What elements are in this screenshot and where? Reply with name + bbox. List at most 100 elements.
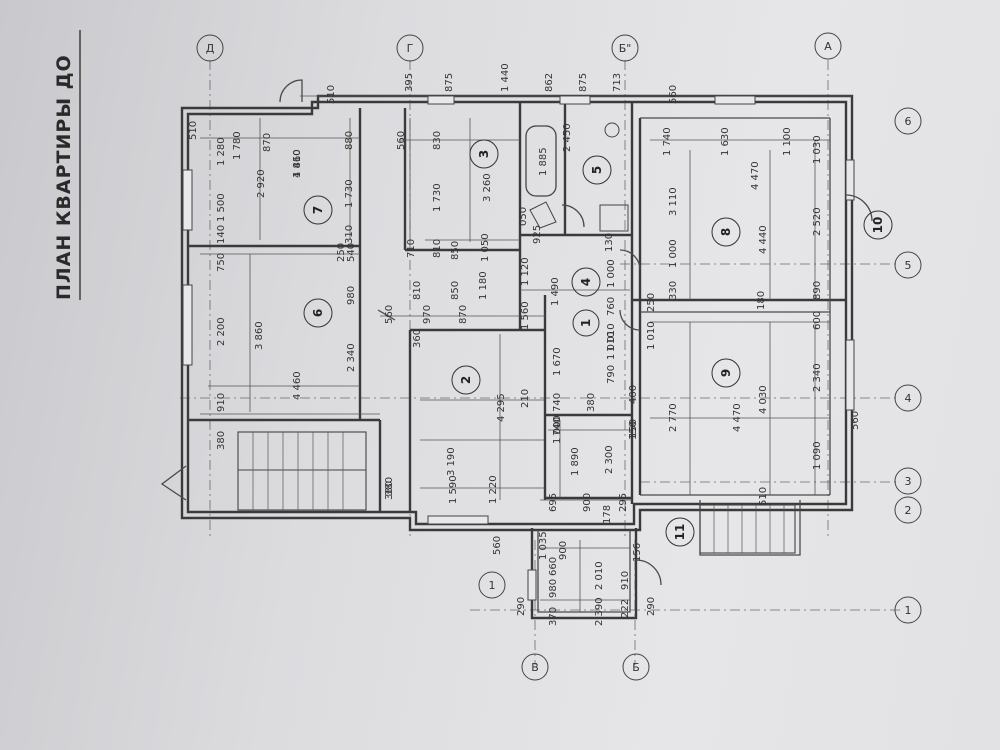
dim-r3-0: 560: [396, 131, 407, 150]
dim-r5-3: 925: [532, 225, 543, 244]
dim-r3-5: 850: [450, 241, 461, 260]
bathtub-icon: [525, 125, 557, 197]
room-labels: 7 6 3 5 2 4 1 8 9 10 11: [303, 139, 893, 547]
sink-icon: [599, 204, 629, 232]
dim-st-2: 1 890: [570, 447, 581, 476]
axis-label-b: Б: [632, 661, 640, 674]
axis-label-5: 5: [905, 259, 912, 272]
dim-r8-1: 1 630: [720, 127, 731, 156]
room-11-bubble: [665, 517, 695, 547]
dim-r8-0: 1 740: [662, 127, 673, 156]
room-3-bubble: [469, 139, 499, 169]
room-5-number: 5: [590, 166, 604, 174]
dim-top-1: 875: [444, 73, 455, 92]
dim-r4-3: 1 670: [552, 347, 563, 376]
room-8-bubble: [711, 217, 741, 247]
axis-bubble-2: [894, 496, 922, 524]
dim-r8-6: 4 440: [758, 225, 769, 254]
dim-r2-3: 1 220: [488, 475, 499, 504]
dim-r9-0: 1 010: [646, 321, 657, 350]
dim-r6-3: 4 460: [292, 371, 303, 400]
plan-title: ПЛАН КВАРТИРЫ ДО: [53, 54, 75, 300]
dim-r9-1: 250: [646, 293, 657, 312]
dim-r6-0: 3 860: [254, 321, 265, 350]
axis-label-d: Д: [206, 42, 215, 55]
axis-bubble-1-right: [894, 596, 922, 624]
dim-r6-2: 2 340: [346, 343, 357, 372]
dim-bot-1: 900: [582, 493, 593, 512]
axis-bubble-b2: [611, 34, 639, 62]
dimension-lines: [200, 95, 852, 612]
dim-r3-1: 830: [432, 131, 443, 150]
dim-r7-1: 870: [262, 133, 273, 152]
dim-left-6: 910: [216, 393, 227, 412]
stairs-right: [699, 504, 796, 554]
dim-cor-3: 1 120: [520, 257, 531, 286]
dim-r5-4: 130: [604, 233, 615, 252]
washbasin-icon: [604, 122, 620, 138]
dim-r3-4: 1 050: [480, 233, 491, 262]
axis-bubble-5: [894, 251, 922, 279]
dim-r2-6: 210: [520, 389, 531, 408]
dim-r6-5: 250: [336, 243, 347, 262]
dim-ann-11: 290: [646, 597, 657, 616]
dim-r8-2: 1 100: [782, 127, 793, 156]
stairs-left: [237, 431, 367, 511]
windows: [182, 95, 855, 601]
dim-top-5: 713: [612, 73, 623, 92]
room-2-bubble: [451, 365, 481, 395]
inner-walls: [188, 102, 846, 512]
dim-r9-9: 150: [628, 421, 639, 440]
dim-ann-2: 156: [632, 543, 643, 562]
dim-ann-7: 370: [548, 607, 559, 626]
dim-bot-5: 510: [758, 487, 769, 506]
dim-r3-7: 810: [432, 239, 443, 258]
dim-r8-7: 2 520: [812, 207, 823, 236]
room-2-number: 2: [459, 376, 473, 384]
dim-left-3: 140: [216, 225, 227, 244]
dim-r9-3: 600: [812, 311, 823, 330]
dim-r6-1: 980: [346, 286, 357, 305]
axis-bubble-3: [894, 467, 922, 495]
dim-r6-4: 540: [346, 243, 357, 262]
dim-left-2: 1 500: [216, 193, 227, 222]
dim-ann-12: 560: [492, 536, 503, 555]
dim-r7-5: 4 460: [292, 149, 303, 178]
axis-label-a: А: [824, 40, 832, 53]
dim-r1-1: 1 010: [606, 331, 617, 360]
dim-ann-6: 660: [548, 557, 559, 576]
dim-cor-2: 810: [412, 281, 423, 300]
axis-label-4: 4: [905, 392, 912, 405]
room-8-number: 8: [719, 228, 733, 236]
dim-ann-10: 290: [516, 597, 527, 616]
room-5-bubble: [582, 155, 612, 185]
dim-st-3: 2 300: [604, 445, 615, 474]
room-1-bubble: [572, 309, 600, 337]
dim-cor-4: 1 490: [550, 277, 561, 306]
dim-r2-2: 1 590: [448, 475, 459, 504]
dim-r9-2: 180: [756, 291, 767, 310]
dim-top-2: 1 440: [500, 63, 511, 92]
axis-bubble-a: [814, 32, 842, 60]
dim-left-5: 2 200: [216, 317, 227, 346]
dim-st-1: 740: [552, 417, 563, 436]
dim-bot-0: 695: [548, 493, 559, 512]
dim-r9-4: 2 770: [668, 403, 679, 432]
dim-cor-9: 360: [412, 329, 423, 348]
dim-r7-6: 1 730: [344, 179, 355, 208]
axis-label-3: 3: [905, 475, 912, 488]
dim-r1-3: 400: [628, 385, 639, 404]
outer-walls: [180, 94, 854, 620]
axis-label-g: Г: [407, 42, 414, 55]
room-10-bubble: [863, 210, 893, 240]
doors: [160, 79, 873, 586]
room-3-number: 3: [477, 150, 491, 158]
dim-r7-2: 1 810: [292, 149, 303, 178]
dim-r4-0: 1 000: [606, 259, 617, 288]
dim-r4-1: 760: [606, 297, 617, 316]
dim-r3-2: 1 730: [432, 183, 443, 212]
bath-fixtures: [525, 122, 629, 232]
dim-r8-9: 330: [668, 281, 679, 300]
